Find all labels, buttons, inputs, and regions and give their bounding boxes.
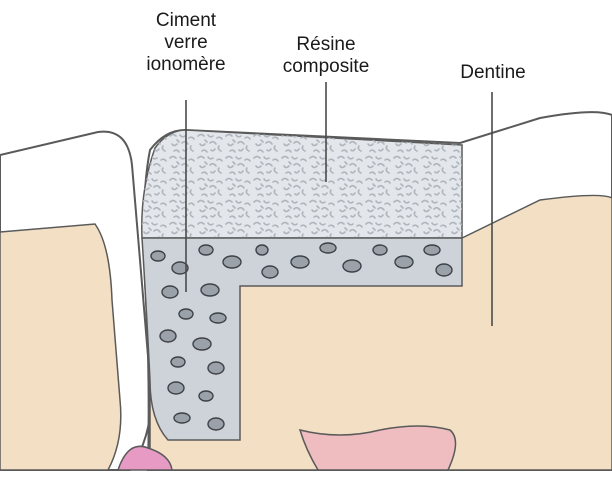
label-dentin: Dentine: [448, 62, 538, 84]
left-tooth-dentin: [0, 224, 121, 470]
label-composite-resin: Résine composite: [266, 34, 386, 78]
label-glass-ionomer: Ciment verre ionomère: [128, 10, 244, 76]
